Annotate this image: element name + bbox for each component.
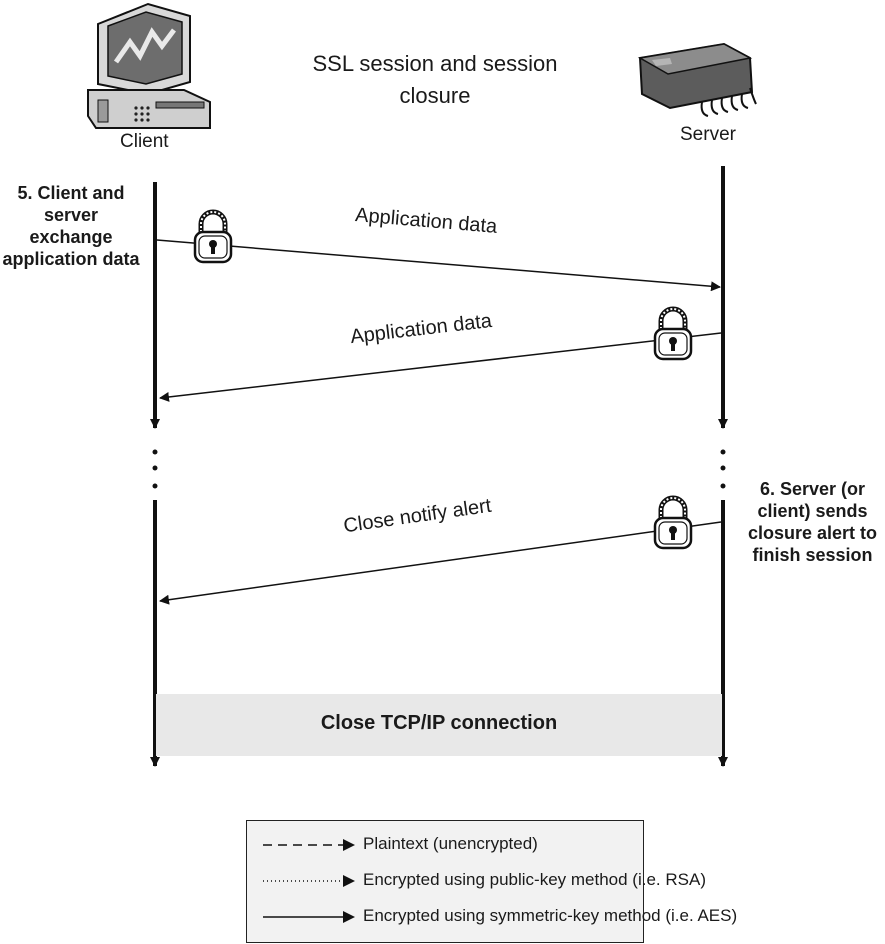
solid-arrow-icon bbox=[263, 911, 355, 923]
lock-icon bbox=[193, 209, 233, 264]
desktop-computer-icon bbox=[87, 2, 211, 129]
diagram-title: SSL session and session closure bbox=[312, 51, 558, 108]
legend: Plaintext (unencrypted) Encrypted using … bbox=[246, 820, 737, 943]
legend-label-public-key: Encrypted using public-key method (i.e. … bbox=[363, 870, 706, 889]
step-6-caption: 6. Server (or client) sends closure aler… bbox=[747, 479, 878, 565]
client-ellipsis bbox=[152, 449, 158, 489]
legend-label-symmetric-key: Encrypted using symmetric-key method (i.… bbox=[363, 906, 738, 925]
message-arrow-2 bbox=[159, 332, 722, 402]
dotted-arrow-icon bbox=[263, 875, 355, 887]
lock-icon bbox=[653, 306, 693, 361]
dashed-arrow-icon bbox=[263, 839, 355, 851]
server-label: Server bbox=[680, 124, 736, 145]
close-connection-label: Close TCP/IP connection bbox=[320, 712, 558, 734]
message-arrow-1 bbox=[156, 239, 721, 292]
message-arrow-3 bbox=[159, 521, 722, 605]
legend-item-plaintext: Plaintext (unencrypted) bbox=[247, 833, 643, 857]
legend-item-symmetric-key: Encrypted using symmetric-key method (i.… bbox=[247, 905, 737, 929]
legend-item-public-key: Encrypted using public-key method (i.e. … bbox=[247, 869, 706, 893]
close-connection-bar bbox=[156, 694, 722, 756]
step-5-caption: 5. Client and server exchange applicatio… bbox=[2, 183, 140, 269]
server-chip-icon bbox=[637, 42, 757, 117]
client-label: Client bbox=[120, 131, 169, 152]
server-ellipsis bbox=[720, 449, 726, 489]
legend-label-plaintext: Plaintext (unencrypted) bbox=[363, 834, 538, 853]
lock-icon bbox=[653, 495, 693, 550]
